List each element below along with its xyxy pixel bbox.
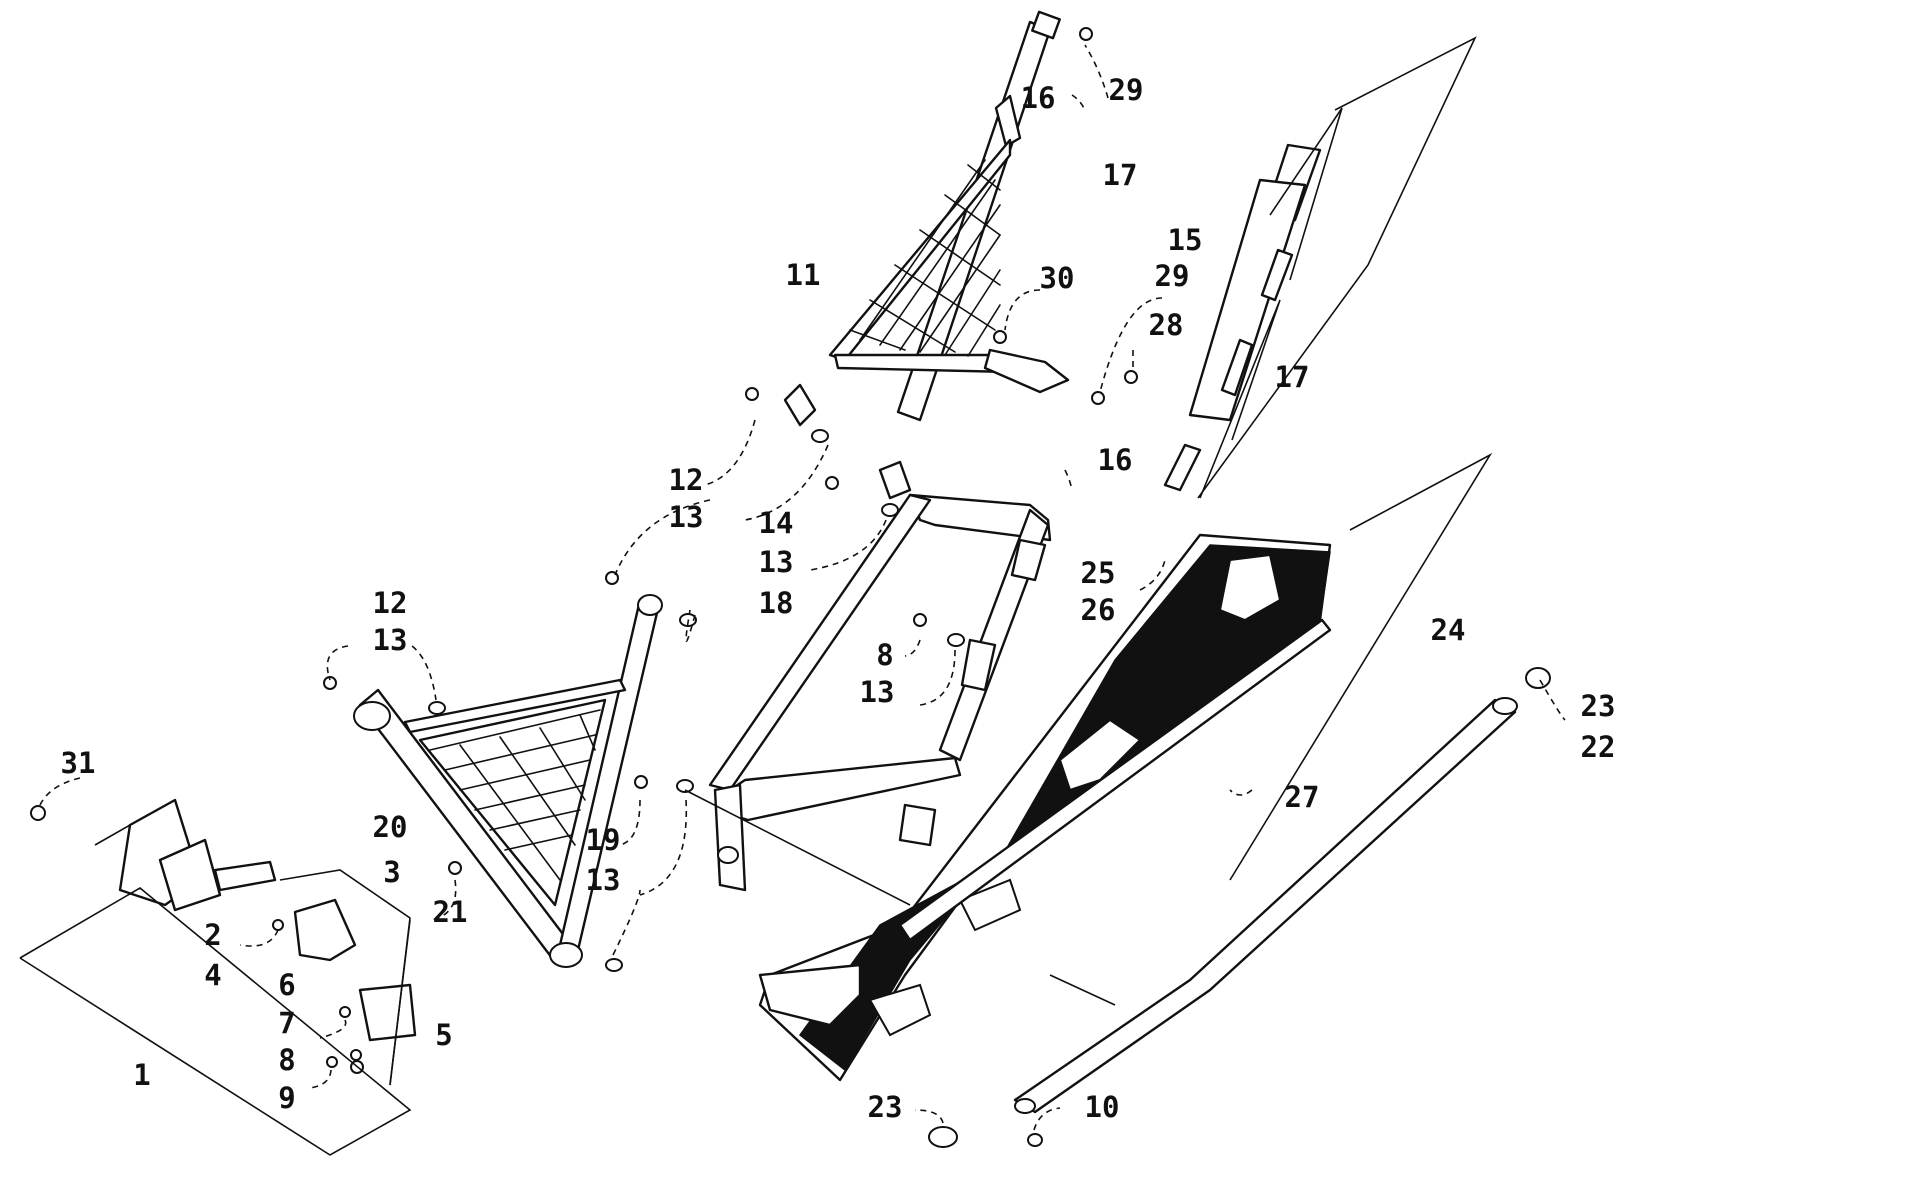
callout-28: 28: [1149, 308, 1184, 342]
callout-5: 5: [435, 1018, 452, 1052]
callout-13-c: 13: [373, 623, 408, 657]
callout-9: 9: [278, 1081, 295, 1115]
callout-17-lower: 17: [1275, 360, 1310, 394]
callout-13-e: 13: [586, 863, 621, 897]
leader-lines: [39, 44, 1566, 1131]
callout-21: 21: [433, 895, 468, 929]
tube: [928, 667, 1551, 1148]
callout-6: 6: [278, 968, 295, 1002]
callout-3: 3: [383, 855, 400, 889]
callout-labels: 1 2 3 4 5 6 7 8 8 9 10 11 12 12 13 13 13…: [61, 73, 1616, 1124]
callout-29-right: 29: [1155, 259, 1190, 293]
callout-15: 15: [1168, 223, 1203, 257]
callout-16-lower: 16: [1098, 443, 1133, 477]
callout-4: 4: [204, 958, 221, 992]
callout-13-b: 13: [759, 545, 794, 579]
callout-22: 22: [1581, 730, 1616, 764]
callout-23-upper: 23: [1581, 689, 1616, 723]
callout-27: 27: [1285, 780, 1320, 814]
strip-parts: [1124, 143, 1322, 492]
callout-1: 1: [133, 1058, 150, 1092]
callout-2: 2: [204, 918, 221, 952]
callout-10: 10: [1085, 1090, 1120, 1124]
callout-23-lower: 23: [868, 1090, 903, 1124]
hardware: [323, 27, 1105, 972]
callout-8-upper: 8: [876, 638, 893, 672]
callout-16-upper: 16: [1021, 81, 1056, 115]
callout-24: 24: [1431, 613, 1466, 647]
callout-31: 31: [61, 746, 96, 780]
callout-29-upper: 29: [1109, 73, 1144, 107]
callout-17-upper: 17: [1103, 158, 1138, 192]
callout-30: 30: [1040, 261, 1075, 295]
callout-12-upper: 12: [669, 463, 704, 497]
callout-25: 25: [1081, 556, 1116, 590]
callout-8-lower: 8: [278, 1043, 295, 1077]
callout-7: 7: [278, 1006, 295, 1040]
callout-11: 11: [786, 258, 821, 292]
callout-12-lower: 12: [373, 586, 408, 620]
upper-net-frame: [783, 10, 1070, 500]
callout-26: 26: [1081, 593, 1116, 627]
callout-13-a: 13: [669, 500, 704, 534]
guide-lines: [19, 36, 1493, 1156]
side-panel: [758, 533, 1332, 1082]
callout-14: 14: [759, 506, 794, 540]
bracket-assembly: [30, 798, 417, 1074]
callout-19: 19: [586, 823, 621, 857]
callout-18: 18: [759, 586, 794, 620]
lower-net-frame: [353, 594, 663, 968]
callout-13-d: 13: [860, 675, 895, 709]
callout-20: 20: [373, 810, 408, 844]
side-frame: [708, 493, 1052, 892]
